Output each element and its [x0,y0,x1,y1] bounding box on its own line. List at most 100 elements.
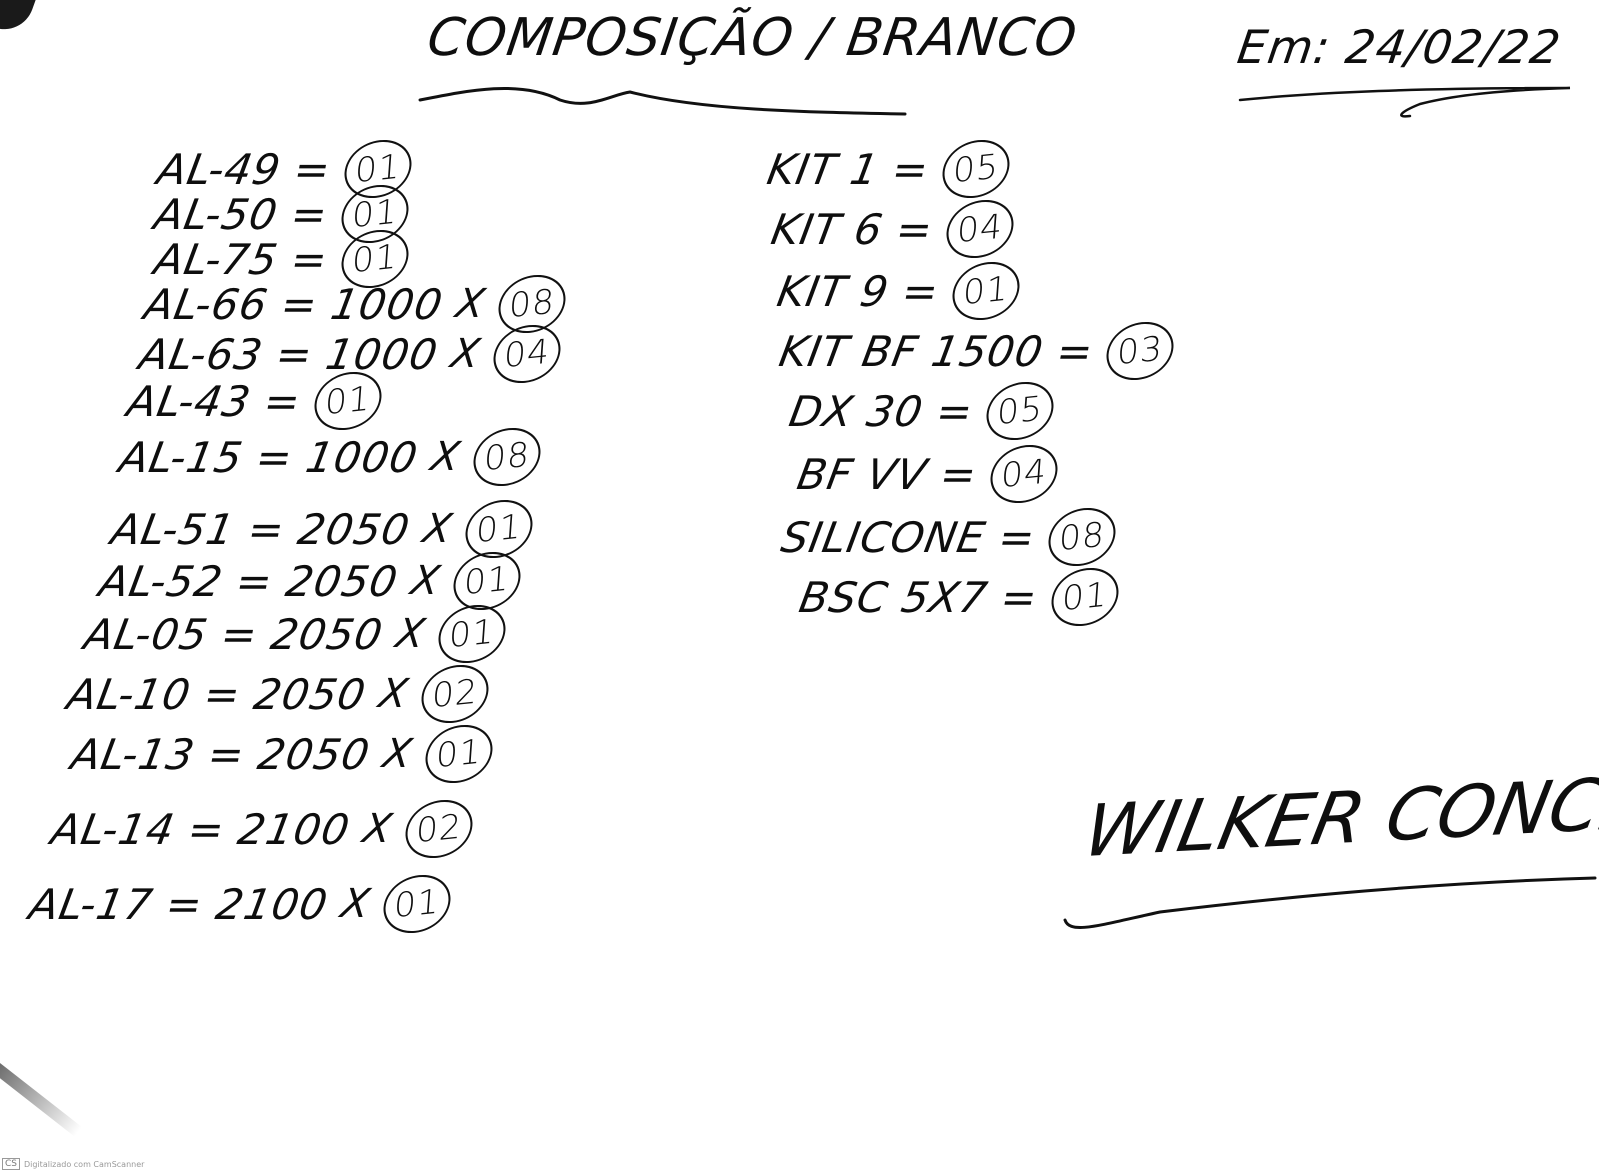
signature: WILKER CONCEIÇÃO [1077,750,1599,874]
circled-quantity: 03 [1104,318,1176,384]
page-corner-shadow [0,0,36,38]
item-code: KIT 6 [767,204,887,254]
circled-quantity: 01 [423,721,495,787]
item-code: AL-05 [80,609,212,659]
equals-sign: = [184,804,229,854]
right-list-item: KIT 9=01 [773,258,1024,324]
right-list-item: SILICONE=08 [777,504,1121,570]
multiply-sign: X [337,881,375,927]
item-code: SILICONE [777,512,990,562]
signature-underline [1063,876,1597,930]
item-length: 2050 [267,609,387,659]
circled-quantity: 01 [950,258,1022,324]
item-code: AL-43 [123,376,255,426]
item-code: BSC 5X7 [795,572,992,622]
circled-quantity: 02 [419,661,491,727]
circled-quantity: 04 [491,321,563,387]
equals-sign: = [232,556,277,606]
item-code: AL-51 [107,504,239,554]
multiply-sign: X [359,806,397,852]
item-code: AL-10 [63,669,195,719]
equals-sign: = [1052,326,1098,376]
page-edge-shadow [0,1059,83,1137]
item-length: 2050 [254,729,374,779]
circled-quantity: 05 [984,378,1056,444]
item-length: 2050 [294,504,414,554]
circled-quantity: 04 [944,196,1016,262]
circled-quantity: 08 [1046,504,1118,570]
page-title: COMPOSIÇÃO / BRANCO [423,8,1081,68]
multiply-sign: X [427,434,465,480]
item-code: AL-15 [115,432,247,482]
right-list-item: KIT 1=05 [763,136,1014,202]
circled-quantity: 04 [988,441,1060,507]
item-code: KIT 9 [773,266,893,316]
multiply-sign: X [392,611,430,657]
item-code: AL-66 [140,279,272,329]
item-code: AL-14 [47,804,179,854]
multiply-sign: X [379,731,417,777]
circled-quantity: 01 [436,601,508,667]
multiply-sign: X [407,558,445,604]
equals-sign: = [932,386,978,436]
item-code: AL-17 [25,879,157,929]
equals-sign: = [244,504,289,554]
circled-quantity: 01 [1049,564,1121,630]
item-code: BF VV [793,449,932,499]
equals-sign: = [252,432,297,482]
equals-sign: = [217,609,262,659]
item-code: KIT BF 1500 [775,326,1048,376]
circled-quantity: 02 [403,796,475,862]
equals-sign: = [898,266,944,316]
date-underline [1238,86,1571,118]
item-code: AL-52 [95,556,227,606]
right-list-item: DX 30=05 [785,378,1058,444]
scanner-badge: CS [2,1158,20,1170]
scanner-text: Digitalizado com CamScanner [24,1159,145,1169]
right-list-item: BSC 5X7=01 [795,564,1123,630]
equals-sign: = [277,279,322,329]
circled-quantity: 01 [312,368,384,434]
right-list-item: KIT BF 1500=03 [775,318,1179,384]
equals-sign: = [936,449,982,499]
item-length: 2100 [212,879,332,929]
equals-sign: = [997,572,1042,622]
right-list-item: KIT 6=04 [767,196,1018,262]
multiply-sign: X [375,671,413,717]
item-length: 1000 [302,432,422,482]
circled-quantity: 05 [940,136,1012,202]
item-length: 2050 [250,669,370,719]
circled-quantity: 01 [381,871,453,937]
right-list-item: BF VV=04 [793,441,1062,507]
equals-sign: = [888,144,934,194]
multiply-sign: X [447,331,485,377]
equals-sign: = [994,512,1040,562]
item-code: KIT 1 [763,144,883,194]
item-length: 1000 [327,279,447,329]
circled-quantity: 08 [471,424,543,490]
equals-sign: = [204,729,249,779]
date-label: Em: 24/02/22 [1234,20,1565,74]
left-list-item: AL-43=01 [123,368,386,434]
equals-sign: = [162,879,207,929]
title-underline [418,87,907,116]
item-code: DX 30 [785,386,928,436]
item-length: 2050 [282,556,402,606]
multiply-sign: X [419,506,457,552]
equals-sign: = [200,669,245,719]
circled-quantity: 01 [451,548,523,614]
equals-sign: = [260,376,305,426]
scanner-watermark: CS Digitalizado com CamScanner [2,1158,144,1170]
item-length: 2100 [234,804,354,854]
multiply-sign: X [452,281,490,327]
equals-sign: = [892,204,938,254]
